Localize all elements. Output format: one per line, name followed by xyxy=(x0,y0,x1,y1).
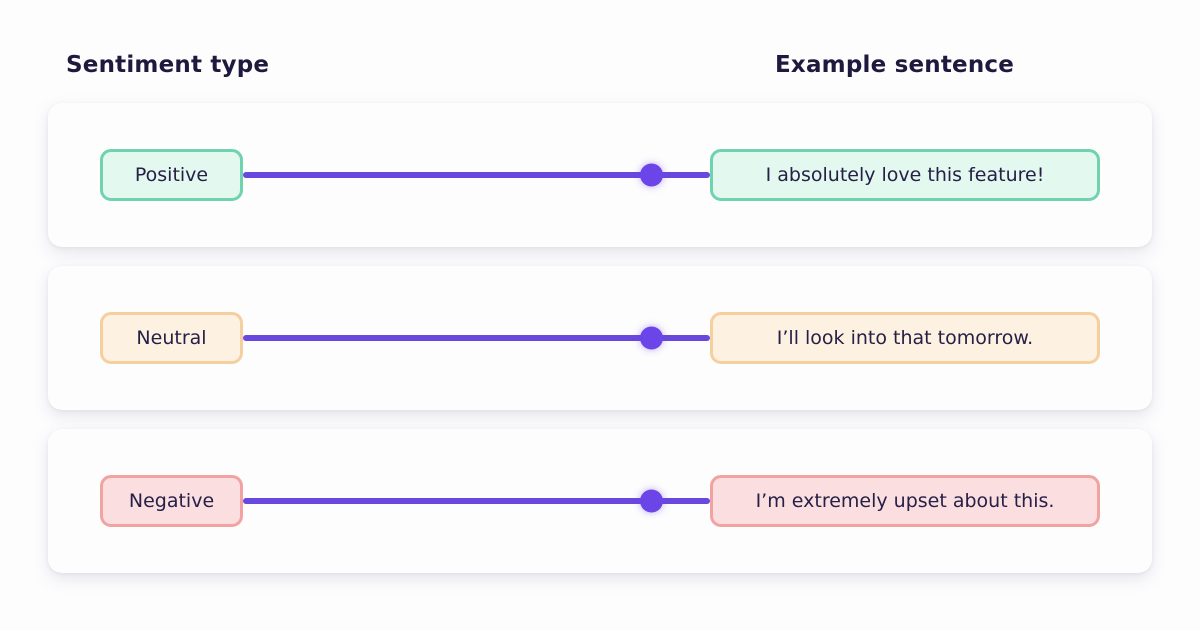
sentiment-badge-neutral: Neutral xyxy=(100,312,243,364)
connector-dot-icon xyxy=(640,326,663,350)
sentiment-card-neutral: Neutral I’ll look into that tomorrow. xyxy=(48,266,1152,410)
connector-line xyxy=(243,489,710,513)
sentiment-badge-positive: Positive xyxy=(100,149,243,201)
column-header-example-sentence: Example sentence xyxy=(775,52,1015,78)
sentiment-rows: Positive I absolutely love this feature!… xyxy=(48,103,1152,573)
sentiment-badge-negative: Negative xyxy=(100,475,243,527)
column-header-sentiment-type: Sentiment type xyxy=(66,52,270,78)
connector-dot-icon xyxy=(640,489,663,513)
example-sentence-positive: I absolutely love this feature! xyxy=(710,149,1100,201)
sentiment-card-positive: Positive I absolutely love this feature! xyxy=(48,103,1152,247)
connector-dot-icon xyxy=(640,163,663,187)
connector-line xyxy=(243,326,710,350)
sentiment-card-negative: Negative I’m extremely upset about this. xyxy=(48,429,1152,573)
example-sentence-negative: I’m extremely upset about this. xyxy=(710,475,1100,527)
connector-line xyxy=(243,163,710,187)
example-sentence-neutral: I’ll look into that tomorrow. xyxy=(710,312,1100,364)
